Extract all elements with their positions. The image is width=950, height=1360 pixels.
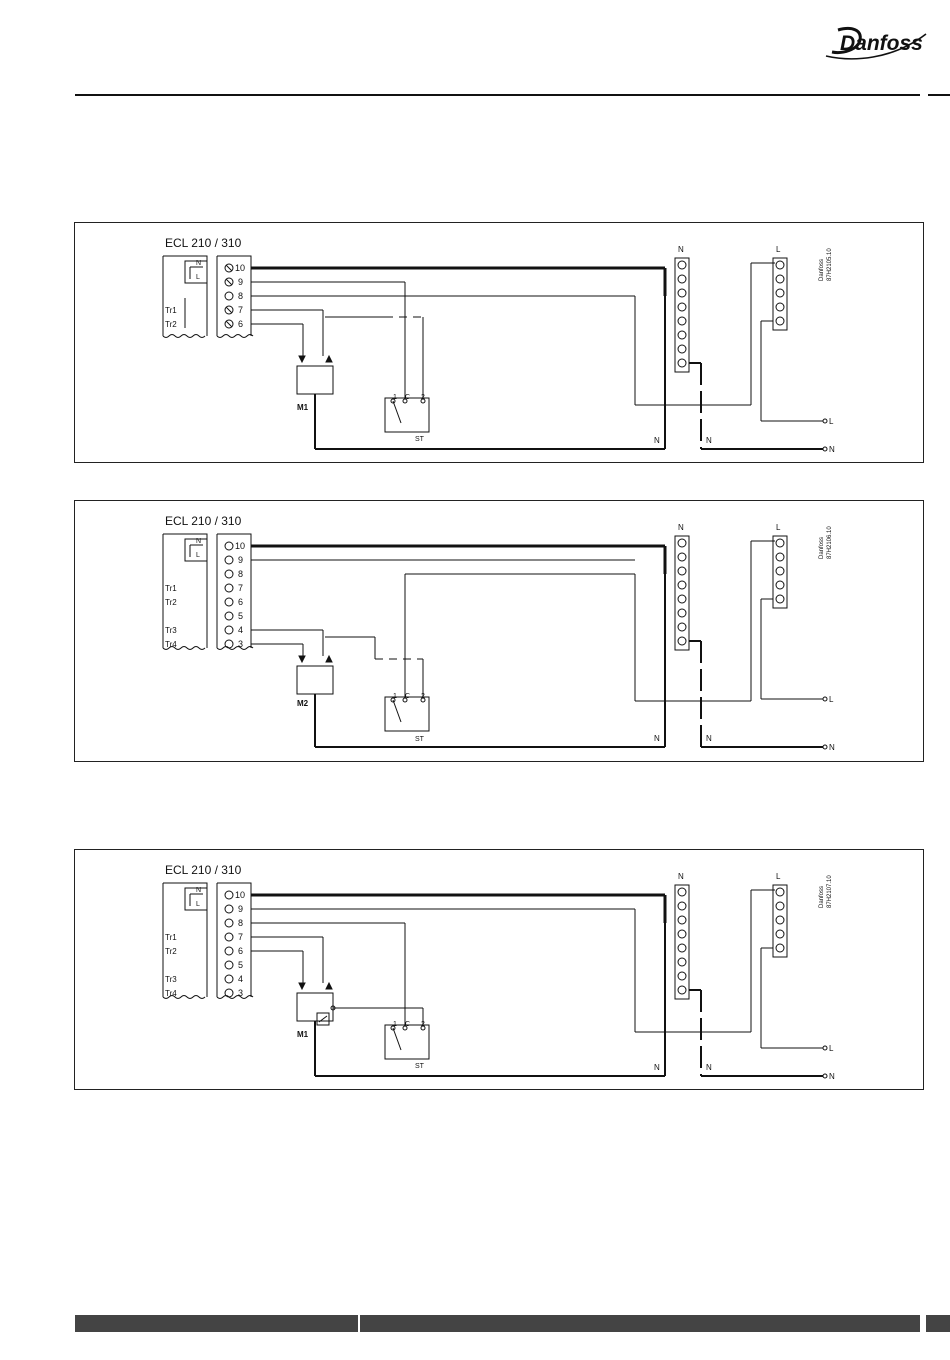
terminal-label: 4 — [238, 974, 243, 984]
terminal-label: 6 — [238, 319, 243, 329]
busbar-n-label: N — [678, 872, 684, 881]
thermostat-label: ST — [415, 1063, 425, 1070]
wiring-diagram-1-svg: ECL 210 / 310 N L 10 9 8 7 6 Tr1 Tr2 M1 … — [75, 223, 924, 463]
triac-label: Tr1 — [165, 584, 177, 593]
terminal-label: 3 — [238, 639, 243, 649]
thermostat-contact: 1 — [393, 693, 397, 700]
wire-label: N — [654, 1063, 660, 1072]
wiring-diagram-3-svg: ECL 210 / 310 N L 10 9 8 7 6 5 4 3 Tr1 T… — [75, 850, 924, 1090]
supply-l: L — [196, 901, 200, 908]
terminal-label: 6 — [238, 946, 243, 956]
wiring-diagram-3: ECL 210 / 310 N L 10 9 8 7 6 5 4 3 Tr1 T… — [74, 849, 924, 1090]
thermostat-contact: 2 — [421, 1021, 425, 1028]
wiring-diagram-1: ECL 210 / 310 N L 10 9 8 7 6 Tr1 Tr2 M1 … — [74, 222, 924, 463]
busbar-n-label: N — [678, 523, 684, 532]
output-label: N — [829, 445, 835, 454]
supply-l: L — [196, 552, 200, 559]
terminal-label: 10 — [235, 890, 245, 900]
busbar-n-label: N — [678, 245, 684, 254]
supply-n: N — [196, 260, 201, 267]
logo-text: Danfoss — [840, 32, 923, 55]
ref-code: 87H2107.10 — [827, 875, 833, 908]
output-label: N — [829, 743, 835, 752]
terminal-label: 9 — [238, 277, 243, 287]
controller-label: ECL 210 / 310 — [165, 514, 242, 528]
ref-company: Danfoss — [819, 259, 825, 281]
thermostat-contact: 2 — [421, 693, 425, 700]
output-label: L — [829, 1044, 834, 1053]
wire-label: N — [654, 436, 660, 445]
triac-label: Tr4 — [165, 989, 177, 998]
triac-label: Tr4 — [165, 640, 177, 649]
footer-bar-right — [926, 1315, 950, 1332]
output-label: L — [829, 695, 834, 704]
terminal-label: 7 — [238, 583, 243, 593]
ref-code: 87H2105.10 — [827, 248, 833, 281]
footer-bar-left — [75, 1315, 358, 1332]
supply-l: L — [196, 274, 200, 281]
controller-label: ECL 210 / 310 — [165, 236, 242, 250]
header-rule-right — [928, 94, 950, 96]
terminal-label: 9 — [238, 555, 243, 565]
controller-label: ECL 210 / 310 — [165, 863, 242, 877]
terminal-label: 6 — [238, 597, 243, 607]
thermostat-contact: 1 — [393, 1021, 397, 1028]
danfoss-logo: Danfoss — [822, 22, 930, 64]
header-rule — [75, 94, 920, 96]
wire-label: N — [706, 1063, 712, 1072]
wiring-diagram-2-svg: ECL 210 / 310 N L 10 9 8 7 6 5 4 3 Tr1 T… — [75, 501, 924, 762]
triac-label: Tr3 — [165, 626, 177, 635]
busbar-l-label: L — [776, 523, 781, 532]
wire-label: N — [706, 734, 712, 743]
ref-code: 87H2106.10 — [827, 526, 833, 559]
wire-label: N — [706, 436, 712, 445]
actuator-label: M1 — [297, 1030, 309, 1039]
triac-label: Tr2 — [165, 947, 177, 956]
triac-label: Tr1 — [165, 306, 177, 315]
terminal-label: 4 — [238, 625, 243, 635]
triac-label: Tr2 — [165, 598, 177, 607]
supply-n: N — [196, 538, 201, 545]
terminal-label: 5 — [238, 611, 243, 621]
output-label: N — [829, 1072, 835, 1081]
actuator-label: M1 — [297, 403, 309, 412]
terminal-label: 5 — [238, 960, 243, 970]
thermostat-label: ST — [415, 436, 425, 443]
thermostat-contact: C — [405, 394, 410, 401]
thermostat-contact: C — [405, 693, 410, 700]
terminal-label: 9 — [238, 904, 243, 914]
wiring-diagram-2: ECL 210 / 310 N L 10 9 8 7 6 5 4 3 Tr1 T… — [74, 500, 924, 762]
triac-label: Tr3 — [165, 975, 177, 984]
thermostat-label: ST — [415, 736, 425, 743]
busbar-l-label: L — [776, 872, 781, 881]
wire-label: N — [654, 734, 660, 743]
terminal-label: 8 — [238, 569, 243, 579]
terminal-label: 10 — [235, 541, 245, 551]
output-label: L — [829, 417, 834, 426]
footer-bar-main — [360, 1315, 920, 1332]
busbar-l-label: L — [776, 245, 781, 254]
triac-label: Tr2 — [165, 320, 177, 329]
thermostat-contact: 2 — [421, 394, 425, 401]
supply-n: N — [196, 887, 201, 894]
terminal-label: 8 — [238, 291, 243, 301]
thermostat-contact: C — [405, 1021, 410, 1028]
terminal-label: 10 — [235, 263, 245, 273]
thermostat-contact: 1 — [393, 394, 397, 401]
terminal-label: 7 — [238, 305, 243, 315]
terminal-label: 8 — [238, 918, 243, 928]
ref-company: Danfoss — [819, 886, 825, 908]
terminal-label: 7 — [238, 932, 243, 942]
ref-company: Danfoss — [819, 537, 825, 559]
terminal-label: 3 — [238, 988, 243, 998]
triac-label: Tr1 — [165, 933, 177, 942]
actuator-label: M2 — [297, 699, 309, 708]
